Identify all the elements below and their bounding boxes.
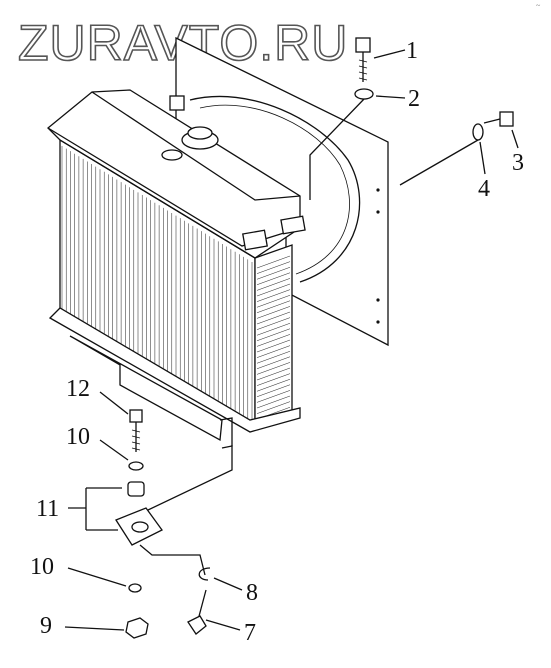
core-side-fin-line xyxy=(256,339,291,353)
bottom-tank xyxy=(48,307,301,449)
washer-part-10-upper xyxy=(128,461,144,471)
callout-12: 12 xyxy=(66,376,90,402)
core-side-fin-line xyxy=(256,255,291,269)
core-side-fin-line xyxy=(256,272,291,286)
core-fins xyxy=(61,146,291,431)
core-side-fin-line xyxy=(256,294,291,308)
core-side-fin-line xyxy=(256,306,291,319)
core-side-fin-line xyxy=(256,328,291,342)
core-side-fin-line xyxy=(256,289,291,302)
core-side-fin-line xyxy=(256,367,291,381)
clip-part-8 xyxy=(198,567,211,581)
core-side-fin-line xyxy=(256,362,291,375)
leader-washer-side xyxy=(399,139,479,186)
core-side-fin-line xyxy=(256,266,291,280)
bolt-part-7 xyxy=(187,589,207,635)
callout-10-lower: 10 xyxy=(30,554,54,580)
core-side-fin-line xyxy=(256,378,291,392)
core-side-fin-line xyxy=(256,356,291,370)
leader-washer-top xyxy=(309,97,366,200)
callout-3: 3 xyxy=(512,150,524,176)
radiator-core xyxy=(59,138,293,432)
callout-1: 1 xyxy=(406,38,418,64)
callout-10-upper: 10 xyxy=(66,424,90,450)
core-side-fin-line xyxy=(256,311,291,325)
leader-clip xyxy=(139,544,206,576)
callout-2: 2 xyxy=(408,86,420,112)
core-side-fin-line xyxy=(256,395,291,409)
bolt-part-1 xyxy=(355,37,371,82)
nut-part-9 xyxy=(125,617,149,639)
core-side-fin-line xyxy=(256,384,291,398)
leader-mount xyxy=(147,445,233,511)
core-side-fin-line xyxy=(256,261,291,274)
callout-4: 4 xyxy=(478,176,490,202)
core-side-fin-line xyxy=(256,345,291,358)
core-side-fin-line xyxy=(256,334,291,347)
callout-9: 9 xyxy=(40,613,52,639)
mount-part-11 xyxy=(115,481,163,546)
core-side-fin-line xyxy=(256,317,291,330)
washer-part-2 xyxy=(354,88,374,100)
callout-8: 8 xyxy=(246,580,258,606)
callout-7: 7 xyxy=(244,620,256,646)
core-side-fin-line xyxy=(256,283,291,297)
core-side-fin-line xyxy=(256,350,291,364)
core-side-fin-line xyxy=(256,401,291,414)
callout-11: 11 xyxy=(36,496,59,522)
bolt-part-12 xyxy=(129,409,143,452)
core-side-fin-line xyxy=(256,300,291,314)
core-side-fin-line xyxy=(256,322,291,336)
washer-part-4 xyxy=(472,123,484,141)
core-side-fin-line xyxy=(256,373,291,386)
bolt-part-3 xyxy=(483,111,514,127)
core-side-fin-line xyxy=(256,390,291,403)
top-tank xyxy=(47,89,306,259)
corner-mark: ~ xyxy=(536,1,541,10)
washer-part-10-lower xyxy=(128,583,142,593)
core-side-fin-line xyxy=(256,278,291,291)
